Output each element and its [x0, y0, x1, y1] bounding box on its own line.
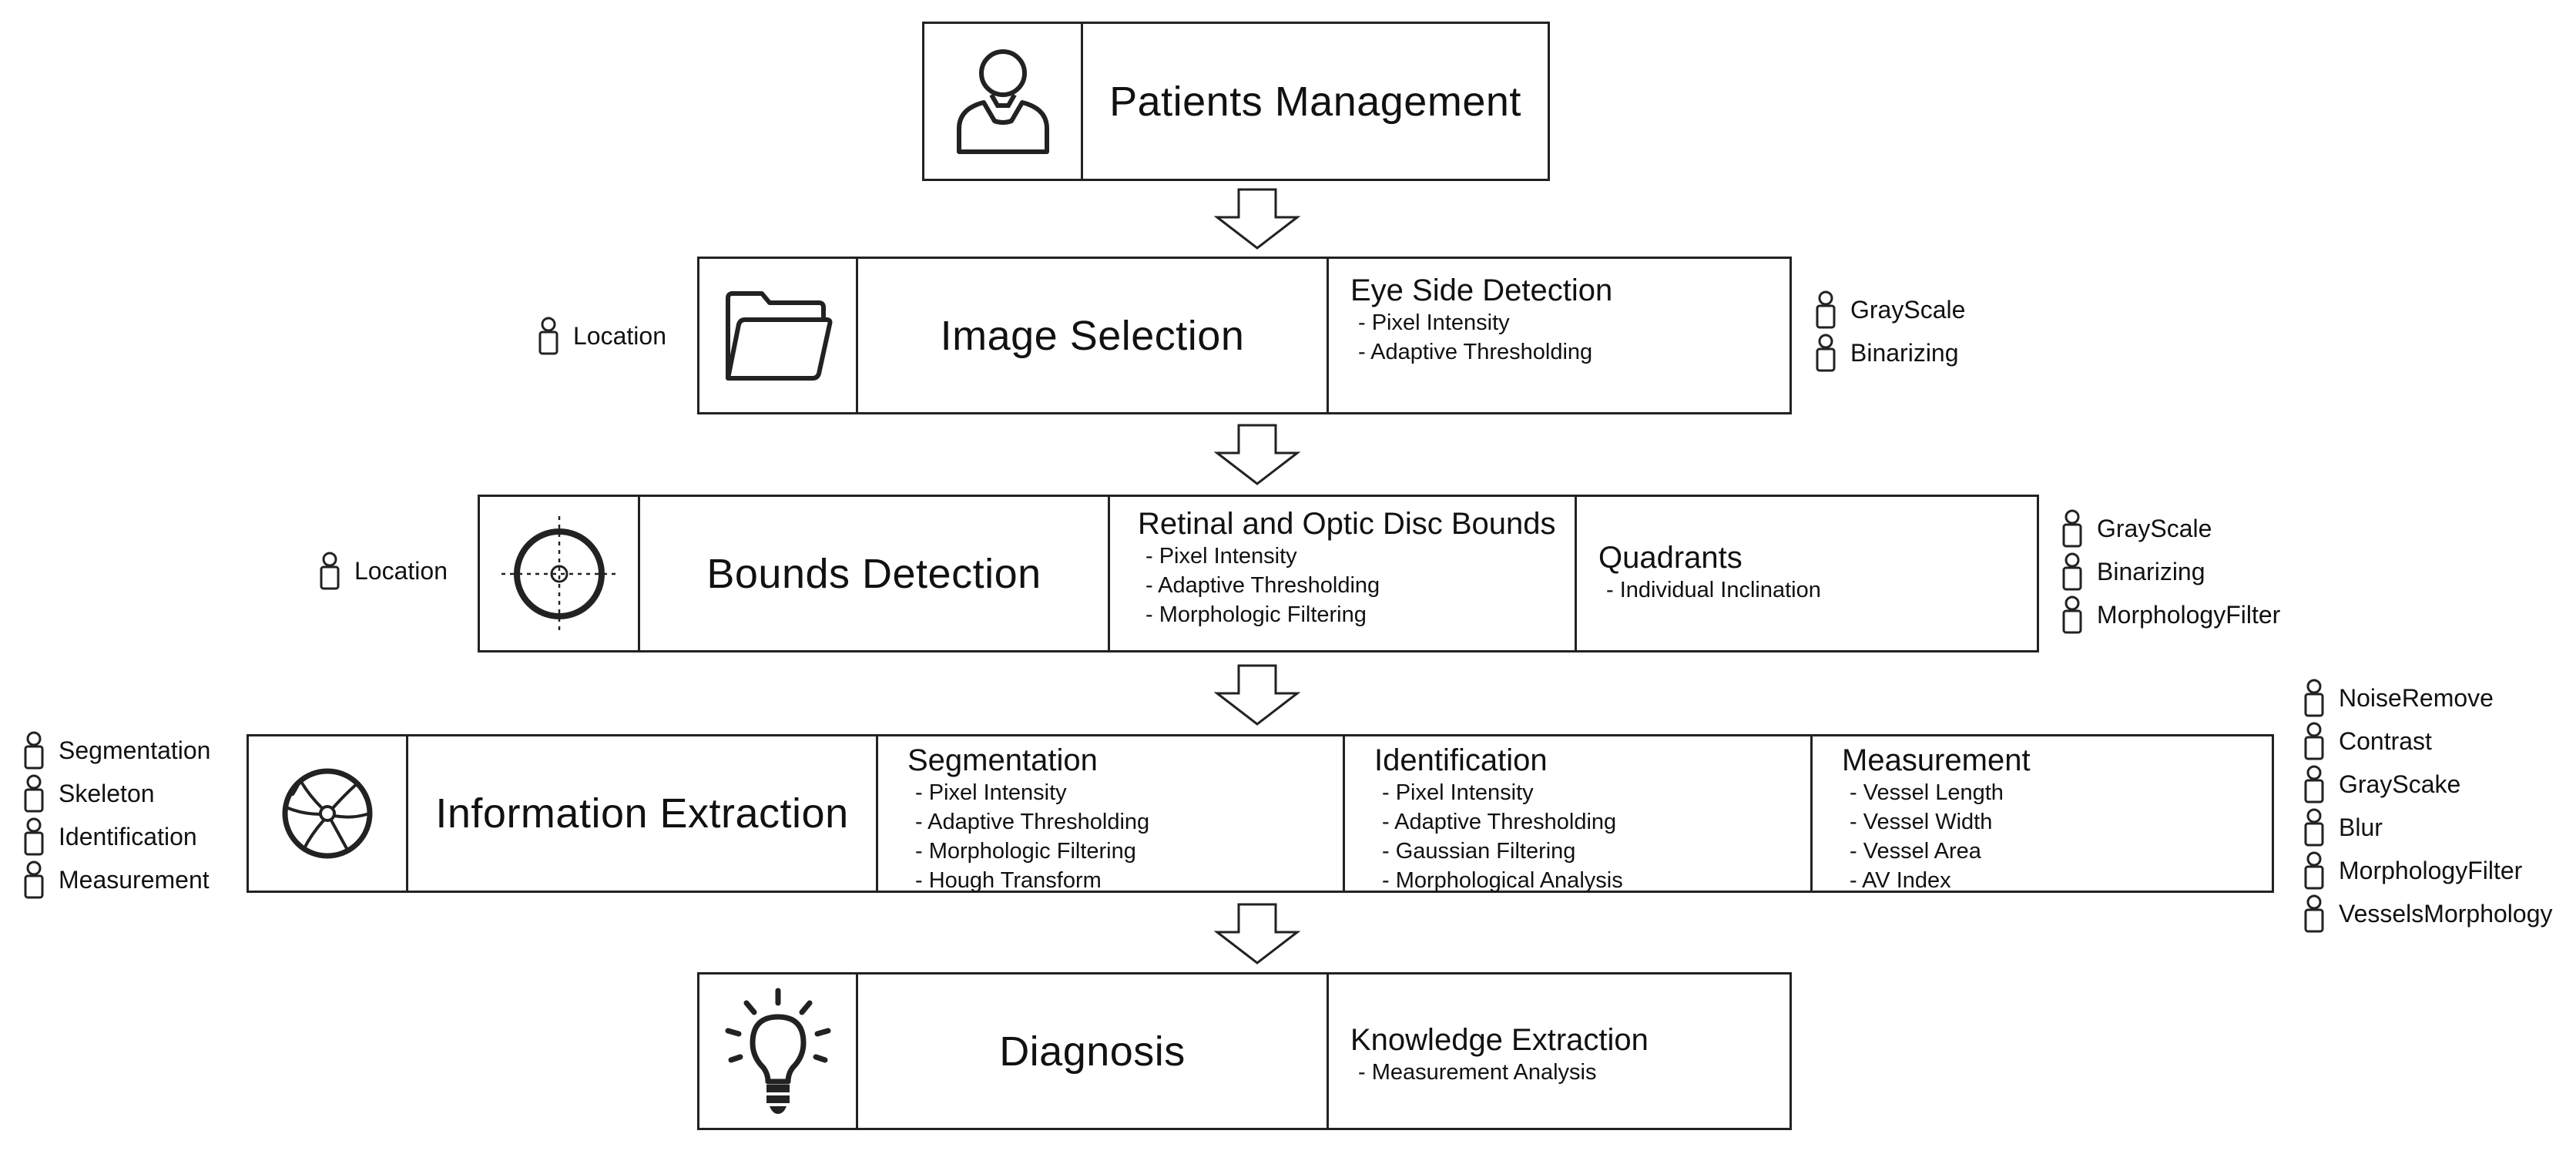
stage-title: Diagnosis	[856, 975, 1327, 1128]
person-icon	[2061, 552, 2083, 591]
person-icon	[2303, 851, 2325, 890]
detail-quadrants: Quadrants - Individual Inclination	[1575, 497, 2037, 650]
detail-title: Measurement	[1842, 743, 2031, 777]
side-label: Binarizing	[2061, 550, 2280, 593]
stage-title: Patients Management	[1081, 24, 1548, 179]
person-icon	[23, 731, 45, 770]
detail-item: - Adaptive Thresholding	[915, 810, 1150, 834]
side-label: Segmentation	[23, 729, 210, 772]
detail-item: - Pixel Intensity	[1358, 310, 1510, 335]
side-label: MorphologyFilter	[2303, 849, 2552, 892]
stage-diagnosis: Diagnosis Knowledge Extraction - Measure…	[697, 972, 1792, 1130]
person-icon	[2061, 595, 2083, 634]
detail-item: - Hough Transform	[915, 868, 1102, 893]
detail-item: - Morphologic Filtering	[915, 839, 1136, 864]
detail-item: - Adaptive Thresholding	[1145, 573, 1380, 598]
detail-item: - Morphological Analysis	[1382, 868, 1623, 893]
side-label: Measurement	[23, 858, 210, 901]
flow-arrow	[1214, 424, 1300, 485]
detail-eye-side-detection: Eye Side Detection - Pixel Intensity - A…	[1327, 259, 1789, 412]
stage-patients-management: Patients Management	[922, 22, 1550, 181]
person-icon	[23, 774, 45, 813]
side-label: VesselsMorphology	[2303, 892, 2552, 935]
side-label: Binarizing	[1815, 331, 1965, 374]
side-label: GrayScale	[2061, 507, 2280, 550]
side-label: NoiseRemove	[2303, 676, 2552, 720]
side-label: GrayScake	[2303, 763, 2552, 806]
stage-title: Information Extraction	[406, 736, 876, 891]
detail-item: - Individual Inclination	[1606, 578, 1821, 602]
left-labels: Segmentation Skeleton Identification Mea…	[23, 729, 210, 901]
detail-title: Retinal and Optic Disc Bounds	[1138, 507, 1556, 541]
side-label: GrayScale	[1815, 288, 1965, 331]
flow-arrow	[1214, 903, 1300, 964]
detail-item: - Pixel Intensity	[1382, 780, 1534, 805]
detail-title: Knowledge Extraction	[1350, 1023, 1649, 1057]
detail-item: - AV Index	[1850, 868, 1951, 893]
lightbulb-icon	[699, 975, 856, 1128]
stage-information-extraction: Information Extraction Segmentation - Pi…	[247, 734, 2274, 893]
detail-title: Eye Side Detection	[1350, 273, 1613, 307]
side-label: Skeleton	[23, 772, 210, 815]
folder-icon	[699, 259, 856, 412]
left-labels: Location	[319, 549, 448, 592]
flow-arrow	[1214, 664, 1300, 726]
detail-item: - Vessel Length	[1850, 780, 2004, 805]
detail-measurement: Measurement - Vessel Length - Vessel Wid…	[1810, 736, 2272, 893]
detail-segmentation: Segmentation - Pixel Intensity - Adaptiv…	[876, 736, 1343, 893]
person-icon	[2303, 765, 2325, 803]
person-icon	[2061, 509, 2083, 548]
detail-item: - Vessel Area	[1850, 839, 1981, 864]
target-icon	[480, 497, 638, 650]
side-label: Contrast	[2303, 720, 2552, 763]
detail-item: - Adaptive Thresholding	[1382, 810, 1617, 834]
stage-title: Bounds Detection	[638, 497, 1108, 650]
side-label: Blur	[2303, 806, 2552, 849]
person-icon	[538, 317, 559, 355]
person-icon	[1815, 290, 1836, 329]
person-icon	[23, 860, 45, 899]
detail-title: Segmentation	[907, 743, 1098, 777]
detail-title: Quadrants	[1598, 541, 1742, 575]
detail-retinal-optic-disc-bounds: Retinal and Optic Disc Bounds - Pixel In…	[1108, 497, 1575, 650]
side-label: MorphologyFilter	[2061, 593, 2280, 636]
retina-icon	[249, 736, 406, 891]
left-labels: Location	[538, 314, 666, 357]
person-icon	[2303, 679, 2325, 717]
person-icon	[2303, 894, 2325, 933]
stage-image-selection: Image Selection Eye Side Detection - Pix…	[697, 257, 1792, 414]
detail-identification: Identification - Pixel Intensity - Adapt…	[1343, 736, 1810, 893]
detail-knowledge-extraction: Knowledge Extraction - Measurement Analy…	[1327, 975, 1789, 1128]
detail-item: - Adaptive Thresholding	[1358, 340, 1593, 364]
flow-arrow	[1214, 188, 1300, 250]
user-icon	[924, 24, 1081, 179]
person-icon	[1815, 334, 1836, 372]
person-icon	[2303, 722, 2325, 760]
detail-item: - Pixel Intensity	[1145, 544, 1297, 569]
right-labels: NoiseRemove Contrast GrayScake Blur Morp…	[2303, 676, 2552, 935]
stage-title: Image Selection	[856, 259, 1327, 412]
detail-item: - Pixel Intensity	[915, 780, 1067, 805]
detail-item: - Measurement Analysis	[1358, 1060, 1597, 1085]
right-labels: GrayScale Binarizing MorphologyFilter	[2061, 507, 2280, 636]
side-label: Location	[319, 549, 448, 592]
side-label: Location	[538, 314, 666, 357]
detail-item: - Gaussian Filtering	[1382, 839, 1576, 864]
person-icon	[2303, 808, 2325, 847]
stage-bounds-detection: Bounds Detection Retinal and Optic Disc …	[478, 495, 2039, 652]
person-icon	[319, 552, 340, 590]
detail-title: Identification	[1374, 743, 1548, 777]
side-label: Identification	[23, 815, 210, 858]
person-icon	[23, 817, 45, 856]
right-labels: GrayScale Binarizing	[1815, 288, 1965, 374]
detail-item: - Morphologic Filtering	[1145, 602, 1367, 627]
detail-item: - Vessel Width	[1850, 810, 1993, 834]
